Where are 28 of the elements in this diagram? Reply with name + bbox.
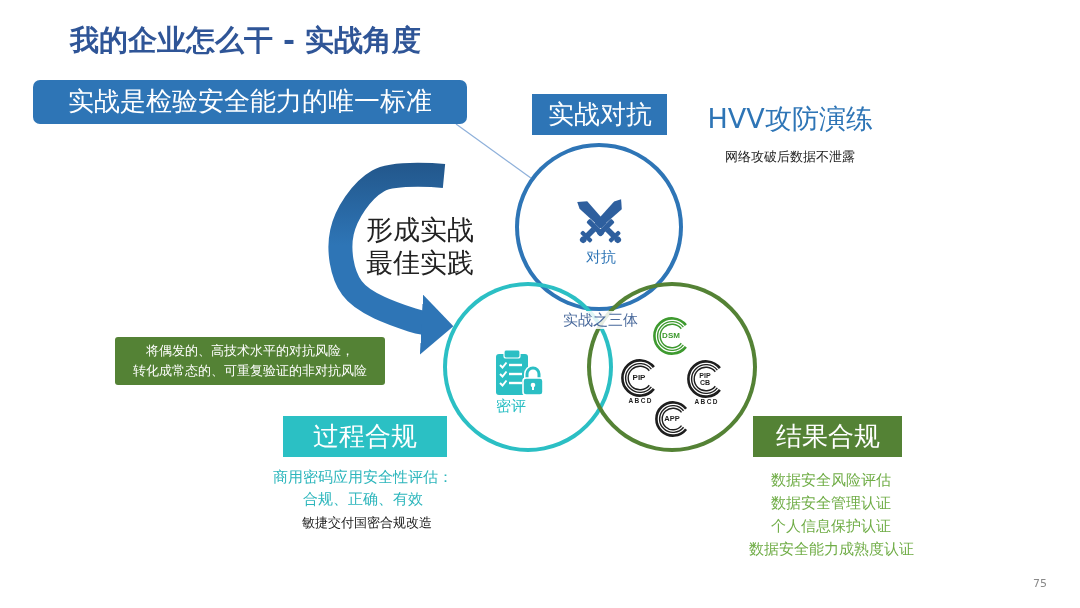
- mark-text: PIP: [632, 374, 646, 382]
- caption-text: 网络攻破后数据不泄露: [725, 149, 855, 165]
- category-banner: [753, 416, 902, 457]
- slide-title: 我的企业怎么干 - 实战角度: [70, 22, 422, 59]
- statement-text: 实战是检验安全能力的唯一标准: [68, 86, 432, 118]
- list-item: 数据安全风险评估: [771, 471, 891, 489]
- page-number: 75: [1033, 577, 1047, 591]
- note-text: 将偶发的、高技术水平的对抗风险，转化成常态的、可重复验证的非对抗风险: [132, 341, 368, 380]
- leader-line: [455, 123, 532, 179]
- circle-label: 密评: [496, 398, 526, 415]
- list-item: 数据安全能力成熟度认证: [748, 540, 914, 558]
- category-text: 实战对抗: [547, 98, 652, 131]
- category-banner: [532, 94, 667, 135]
- statement-banner: [33, 80, 467, 124]
- note-text: 敏捷交付国密合规改造: [302, 515, 432, 531]
- edge-label: 形成实战最佳实践: [365, 214, 475, 280]
- list-item: 数据安全管理认证: [771, 494, 891, 512]
- category-text: 过程合规: [313, 420, 417, 453]
- list-item: 个人信息保护认证: [771, 517, 891, 535]
- heading-text: HVV攻防演练: [707, 103, 873, 136]
- description-text: 商用密码应用安全性评估：合规、正确、有效: [272, 467, 454, 510]
- center-label: 实战之三体: [560, 311, 640, 329]
- curved-arrow: [328, 162, 455, 355]
- category-banner: [283, 416, 447, 457]
- mark-text: DSM: [662, 332, 680, 340]
- note-box: [115, 337, 385, 385]
- circle-label: 对抗: [586, 249, 616, 266]
- category-text: 结果合规: [775, 420, 880, 453]
